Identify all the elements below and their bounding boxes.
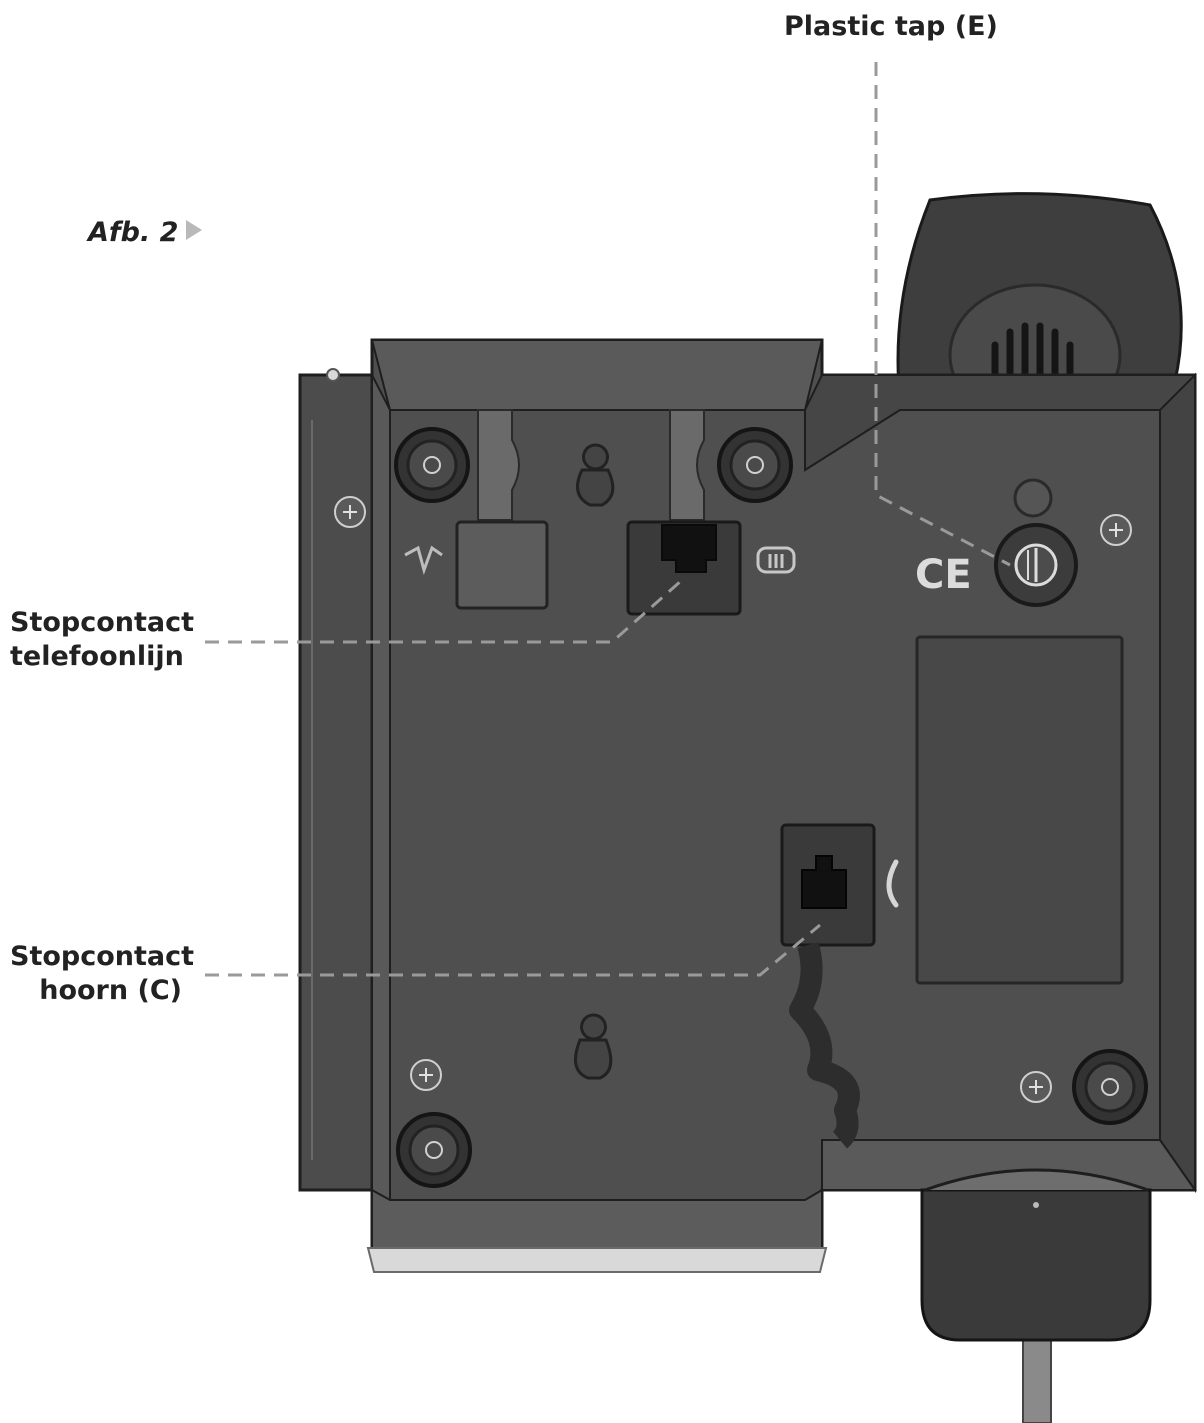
leader-lines — [205, 62, 1011, 977]
label-area — [915, 635, 1124, 985]
handset-symbol-icon — [404, 545, 443, 575]
handset-socket-label-line1: Stopcontact — [10, 941, 195, 972]
plastic-tap-label: Plastic tap (E) — [784, 10, 998, 44]
figure-caption-text: Afb. 2 — [88, 217, 179, 248]
screw-icon — [717, 427, 793, 503]
screw-icon — [1072, 1049, 1148, 1125]
top-flap — [370, 339, 824, 411]
handset-mouthpiece — [920, 1168, 1152, 1423]
triangle-right-icon — [186, 220, 203, 240]
handset-symbol-icon — [886, 859, 899, 908]
handset-socket-label-line2: hoorn (C) — [39, 974, 182, 1006]
screw-icon — [396, 1112, 472, 1188]
plastic-tap — [994, 523, 1078, 607]
telephone-icon — [756, 546, 796, 574]
figure-caption: Afb. 2 — [88, 216, 203, 250]
ce-mark: CE — [915, 552, 972, 598]
line-socket-label-line2: telefoonlijn — [10, 640, 184, 672]
handset-cord-slot — [455, 520, 549, 610]
line-socket-label: Stopcontact telefoonlijn — [10, 606, 195, 674]
keyhole-slot-icon — [574, 443, 615, 1080]
plastic-tap-text: Plastic tap (E) — [784, 11, 998, 42]
handset-cord — [789, 941, 860, 1149]
line-socket-label-line1: Stopcontact — [10, 607, 195, 638]
left-side-panel — [298, 373, 374, 1192]
handset-socket-label: Stopcontact hoorn (C) — [10, 940, 195, 1008]
screw-icon — [394, 427, 470, 503]
